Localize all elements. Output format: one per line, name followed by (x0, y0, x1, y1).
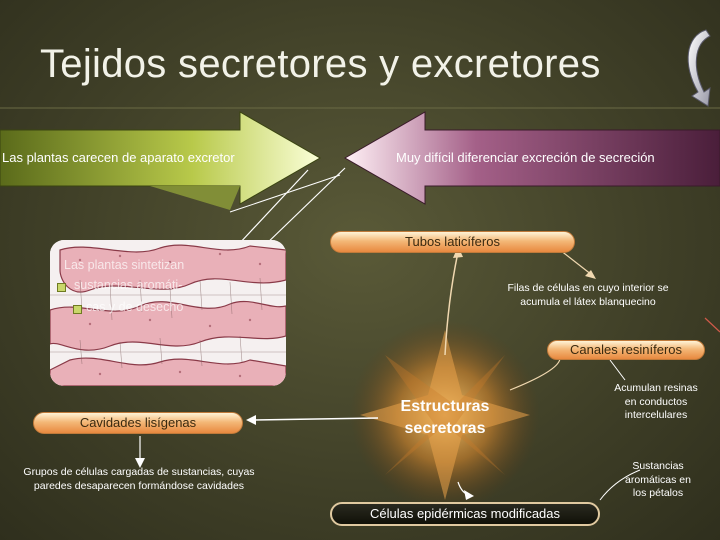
center-starburst (350, 320, 540, 510)
cavidades-description: Grupos de células cargadas de sustancias… (23, 466, 255, 492)
canales-description: Acumulan resinas en conductos intercelul… (614, 382, 698, 422)
epidermicas-description: Sustancias aromáticas en los pétalos (625, 460, 691, 500)
image-overlay-line-2: sustancias aromáti- (74, 278, 183, 292)
bullet-1 (57, 283, 66, 292)
left-arrow-wedge (150, 186, 240, 210)
pointer-line-3 (229, 174, 341, 213)
node-canales-resiniferos[interactable]: Canales resiníferos (547, 340, 705, 360)
pointer-line-2 (261, 167, 346, 249)
page-title: Tejidos secretores y excretores (40, 42, 601, 86)
pointer-line-1 (237, 169, 309, 246)
right-arrow-shape (343, 111, 720, 205)
tissue-image (50, 240, 286, 386)
right-arrow-label: Muy difícil diferenciar excreción de sec… (396, 150, 655, 165)
tubos-description: Filas de células en cuyo interior se acu… (507, 282, 669, 308)
image-overlay-line-3: cas y de desecho (86, 300, 184, 314)
node-celulas-epidermicas[interactable]: Células epidérmicas modificadas (330, 502, 600, 526)
connector-epidermicas-desc (599, 469, 641, 501)
node-tubos-laticiferos[interactable]: Tubos laticíferos (330, 231, 575, 253)
node-cavidades-lisigenas[interactable]: Cavidades lisígenas (33, 412, 243, 434)
curved-arrow-icon[interactable] (687, 29, 711, 107)
connector-canales-desc (609, 359, 626, 381)
left-arrow-label: Las plantas carecen de aparato excretor (2, 150, 235, 165)
connector-tubos (444, 251, 459, 356)
tissue-drawing (50, 240, 286, 386)
connector-canales (509, 357, 561, 391)
connector-tubos-desc (559, 249, 593, 276)
edge-line (704, 317, 720, 333)
connector-cavidades (251, 417, 379, 421)
image-overlay-line-1: Las plantas sintetizan (64, 258, 185, 272)
center-node-estructuras-secretoras[interactable]: Estructuras secretoras (400, 398, 490, 437)
bullet-2 (73, 305, 82, 314)
left-arrow-shape (0, 111, 322, 205)
